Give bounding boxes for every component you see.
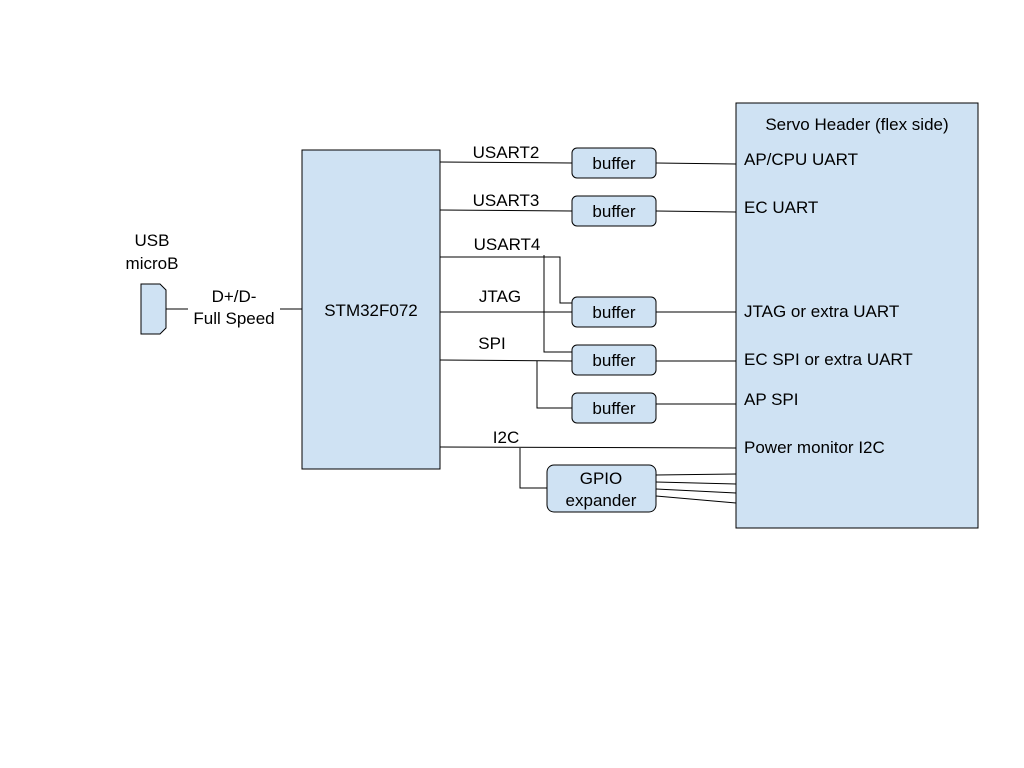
i2c-wire	[439, 446, 737, 449]
pin-ap-cpu-uart: AP/CPU UART	[744, 150, 858, 169]
pin-ec-spi-extra-uart: EC SPI or extra UART	[744, 350, 913, 369]
usart2-label: USART2	[473, 143, 540, 162]
pin-power-monitor-i2c: Power monitor I2C	[744, 438, 885, 457]
usart3-wire	[439, 209, 573, 212]
usart4-label: USART4	[474, 235, 541, 254]
buffer-5-label: buffer	[592, 399, 636, 418]
servo-header-title: Servo Header (flex side)	[765, 115, 948, 134]
buffer-3: buffer	[571, 296, 657, 328]
pin-ap-spi: AP SPI	[744, 390, 799, 409]
servo-header-block: Servo Header (flex side) AP/CPU UART EC …	[735, 102, 979, 529]
buffer-5-box	[571, 392, 657, 424]
i2c-gpio-branch-wire	[519, 448, 547, 489]
buffer-1-box	[571, 147, 657, 179]
buffer-5: buffer	[571, 392, 657, 424]
spi-label: SPI	[478, 334, 505, 353]
gpio-expander-box	[546, 464, 657, 513]
buffer2-out-wire	[655, 210, 737, 213]
i2c-label: I2C	[493, 428, 519, 447]
gpio-expander: GPIO expander	[546, 464, 657, 513]
buffer-4-label: buffer	[592, 351, 636, 370]
usb-label-line1: USB	[135, 231, 170, 250]
spi-wire	[439, 359, 573, 362]
buffer-1-label: buffer	[592, 154, 636, 173]
usart4-wire	[440, 256, 572, 304]
buffer-4-box	[571, 344, 657, 376]
usart4-spi-branch-wire	[543, 255, 572, 353]
usb-link-label-line2: Full Speed	[193, 309, 274, 328]
gpio-out-wire-2	[655, 481, 737, 485]
usb-connector-shape	[140, 283, 167, 335]
usart2-wire	[439, 161, 573, 164]
gpio-label-line2: expander	[566, 491, 637, 510]
usb-label-line2: microB	[126, 254, 179, 273]
usb-link-label-bg	[188, 285, 280, 330]
mcu-label: STM32F072	[324, 301, 418, 320]
buffer-1: buffer	[571, 147, 657, 179]
pin-ec-uart: EC UART	[744, 198, 818, 217]
pin-jtag-extra-uart: JTAG or extra UART	[744, 302, 899, 321]
buffer-3-label: buffer	[592, 303, 636, 322]
gpio-out-wire-4	[655, 495, 737, 504]
usb-connector: USB microB	[126, 231, 179, 335]
gpio-out-wire-3	[655, 488, 737, 494]
spi-branch-wire	[536, 361, 572, 409]
servo-header-box	[735, 102, 979, 529]
gpio-label-line1: GPIO	[580, 469, 623, 488]
buffer-2-label: buffer	[592, 202, 636, 221]
mcu-block: STM32F072	[301, 149, 441, 470]
buffer-3-box	[571, 296, 657, 328]
signal-wires	[439, 161, 737, 504]
buffer-4: buffer	[571, 344, 657, 376]
buffer1-out-wire	[655, 162, 737, 165]
gpio-out-wire-1	[655, 473, 737, 476]
jtag-label: JTAG	[479, 287, 521, 306]
mcu-box	[301, 149, 441, 470]
buffer-2: buffer	[571, 195, 657, 227]
usart3-label: USART3	[473, 191, 540, 210]
buffer-2-box	[571, 195, 657, 227]
usb-link-label-line1: D+/D-	[212, 287, 257, 306]
